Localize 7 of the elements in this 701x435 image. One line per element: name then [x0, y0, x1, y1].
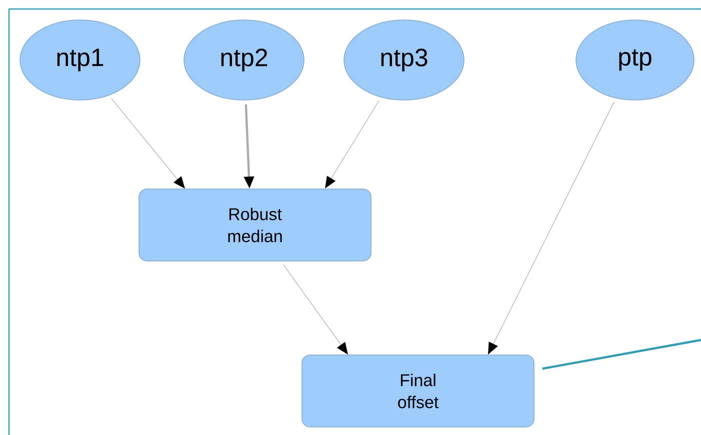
ellipse-node: ntp3: [344, 20, 464, 100]
connector-line: [542, 338, 701, 370]
process-box: Final offset: [302, 354, 534, 428]
ellipse-node: ntp2: [184, 20, 304, 100]
ellipse-node: ntp1: [20, 20, 140, 100]
ellipse-node: ptp: [576, 20, 694, 100]
process-box: Robust median: [138, 188, 372, 262]
